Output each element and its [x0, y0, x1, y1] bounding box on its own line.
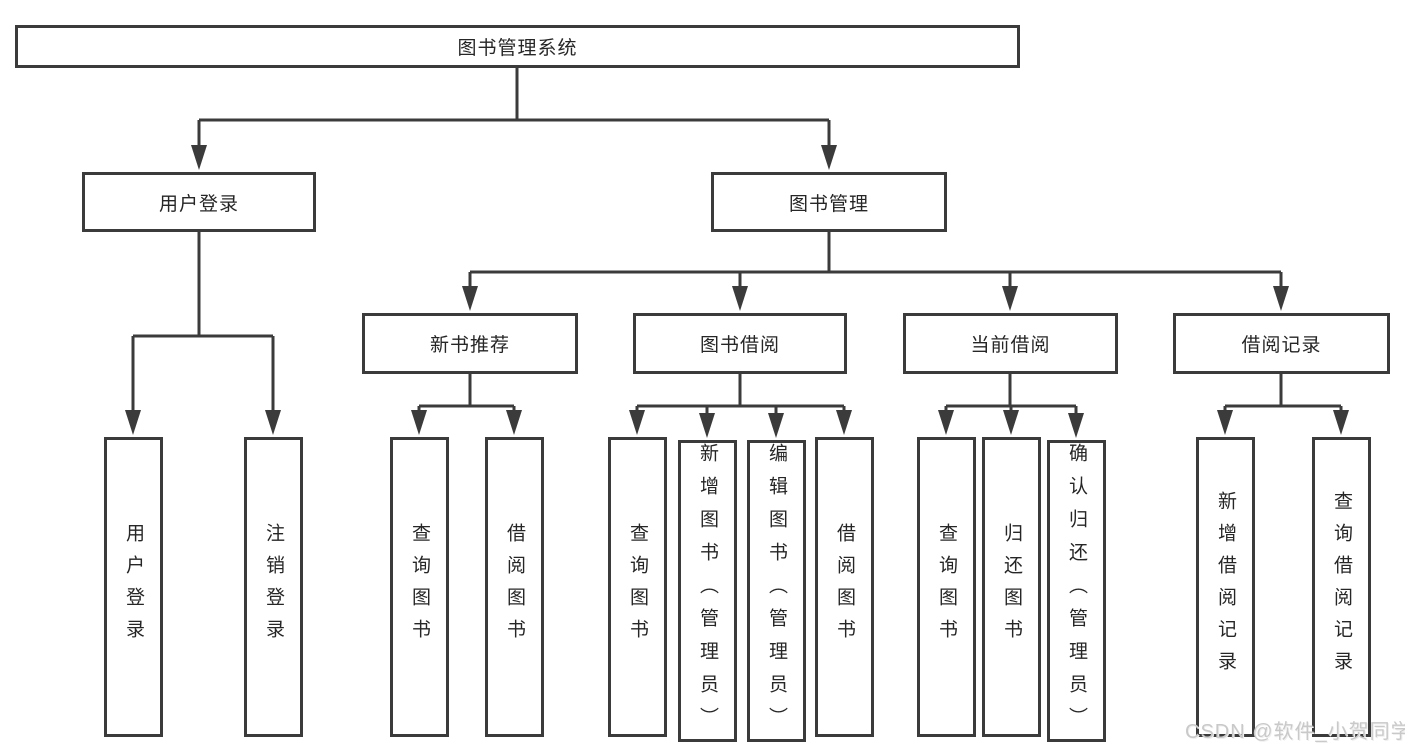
leaf-recommend-borrow-book-label: 借阅图书	[504, 523, 525, 651]
node-root: 图书管理系统	[15, 25, 1020, 68]
node-current-borrow-label: 当前借阅	[970, 335, 1051, 356]
node-book-borrow-label: 图书借阅	[699, 335, 780, 356]
leaf-current-return-book-label: 归还图书	[1001, 523, 1022, 651]
leaf-borrow-edit-book-admin-label: 编辑图书（管理员）	[766, 442, 787, 740]
leaf-records-add-record-label: 新增借阅记录	[1215, 491, 1236, 683]
csdn-watermark: CSDN @软件_小贺同学	[1185, 721, 1405, 743]
leaf-borrow-borrow-book: 借阅图书	[815, 437, 874, 737]
leaf-borrow-query-book-label: 查询图书	[627, 523, 648, 651]
leaf-records-add-record: 新增借阅记录	[1196, 437, 1255, 737]
node-book-borrow: 图书借阅	[633, 313, 847, 374]
leaf-user-login: 用户登录	[104, 437, 163, 737]
node-book-management: 图书管理	[711, 172, 947, 232]
node-borrow-records: 借阅记录	[1173, 313, 1390, 374]
node-user-login-label: 用户登录	[158, 193, 239, 215]
node-borrow-records-label: 借阅记录	[1241, 335, 1322, 356]
leaf-borrow-add-book-admin-label: 新增图书（管理员）	[697, 442, 718, 740]
leaf-records-query-record: 查询借阅记录	[1312, 437, 1371, 737]
leaf-logout-label: 注销登录	[263, 523, 284, 651]
node-current-borrow: 当前借阅	[903, 313, 1118, 374]
leaf-current-confirm-return-admin-label: 确认归还（管理员）	[1066, 442, 1087, 740]
leaf-current-query-book-label: 查询图书	[936, 523, 957, 651]
leaf-recommend-query-book-label: 查询图书	[409, 523, 430, 651]
node-new-book-recommend: 新书推荐	[362, 313, 578, 374]
leaf-borrow-query-book: 查询图书	[608, 437, 667, 737]
leaf-user-login-label: 用户登录	[123, 523, 144, 651]
node-book-management-label: 图书管理	[788, 193, 869, 215]
leaf-current-query-book: 查询图书	[917, 437, 976, 737]
node-new-book-recommend-label: 新书推荐	[429, 335, 510, 356]
leaf-current-confirm-return-admin: 确认归还（管理员）	[1047, 440, 1106, 742]
leaf-recommend-borrow-book: 借阅图书	[485, 437, 544, 737]
leaf-logout: 注销登录	[244, 437, 303, 737]
leaf-recommend-query-book: 查询图书	[390, 437, 449, 737]
leaf-records-query-record-label: 查询借阅记录	[1331, 491, 1352, 683]
leaf-borrow-add-book-admin: 新增图书（管理员）	[678, 440, 737, 742]
leaf-borrow-edit-book-admin: 编辑图书（管理员）	[747, 440, 806, 742]
node-user-login: 用户登录	[82, 172, 316, 232]
leaf-borrow-borrow-book-label: 借阅图书	[834, 523, 855, 651]
node-root-label: 图书管理系统	[457, 38, 578, 59]
leaf-current-return-book: 归还图书	[982, 437, 1041, 737]
